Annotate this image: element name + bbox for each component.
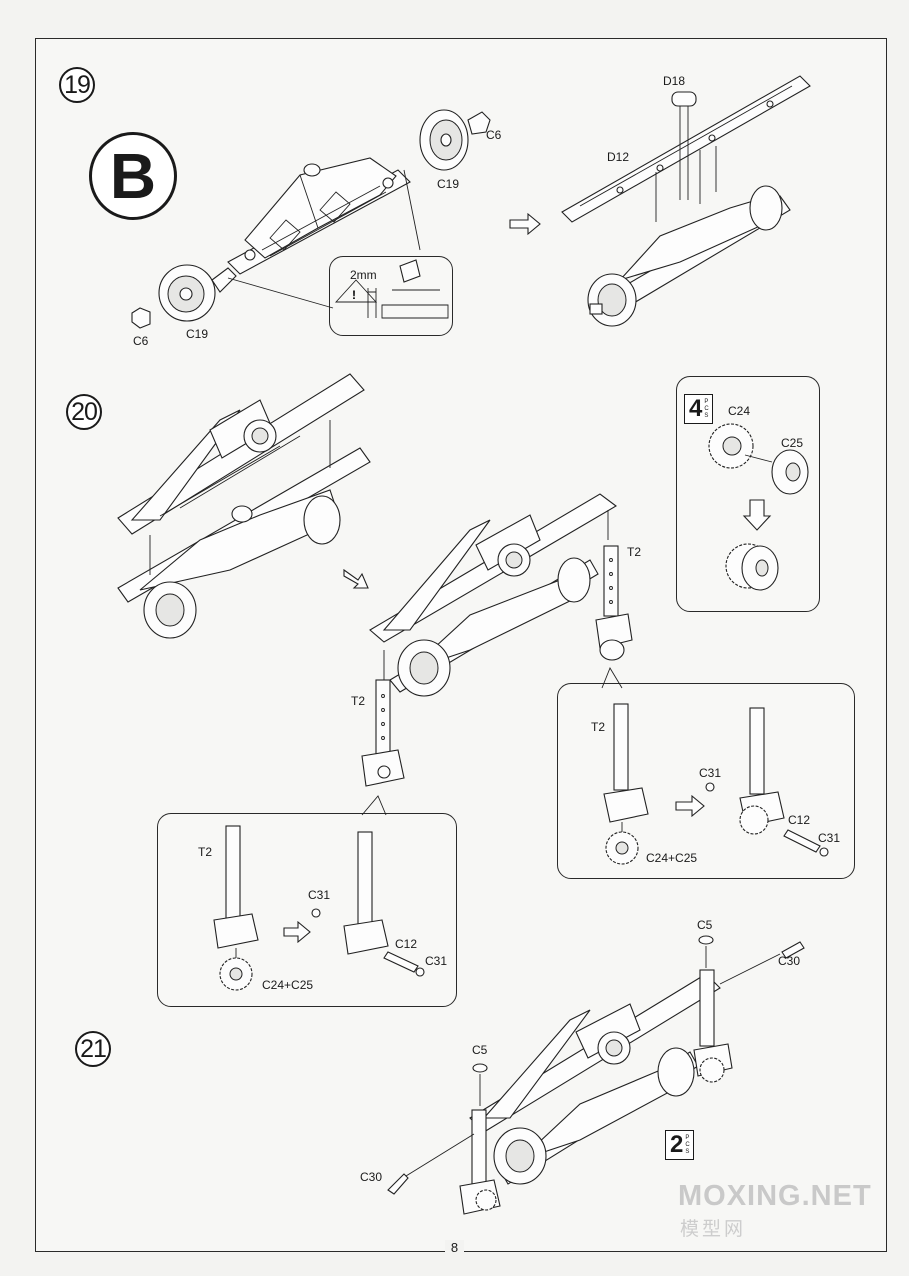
section-letter-badge: B [89,132,177,220]
label-c6-bottom: C6 [133,334,149,348]
label-c30-left: C30 [360,1170,383,1184]
label-c31-right-b: C31 [818,831,841,845]
label-c12-left: C12 [395,937,418,951]
label-c31-left-a: C31 [308,888,331,902]
label-c24c25-left: C24+C25 [262,978,314,992]
watermark: MOXING.NET [678,1180,872,1212]
label-c31-left-b: C31 [425,954,448,968]
step20-frame-part [117,373,371,639]
step19-rail-part [561,75,811,327]
svg-text:!: ! [352,288,356,302]
step19-drum-top [419,109,491,171]
label-c19-top: C19 [437,177,460,191]
label-c6-top: C6 [486,128,502,142]
step-19-number: 19 [59,67,95,103]
step19-drum-bottom [131,264,237,329]
quantity-number: 4 [689,395,703,422]
step-21-number: 21 [75,1031,111,1067]
label-c19-bottom: C19 [186,327,209,341]
watermark-sub: 模型网 [680,1219,747,1240]
label-c24: C24 [728,404,751,418]
step19-detail-callout [329,256,453,336]
label-d12: D12 [607,150,630,164]
step20-left-callout-art [213,825,425,991]
step20-left-callout [157,813,457,1007]
label-t2-left: T2 [351,694,366,708]
step21-assembly-art [387,935,805,1215]
step20-right-callout-art [603,703,829,865]
step19-arrow-icon [509,212,541,236]
label-d18: D18 [663,74,686,88]
label-c5-left: C5 [472,1043,488,1057]
label-t2-main: T2 [627,545,642,559]
step20-t2-right [595,545,633,661]
label-c12-right: C12 [788,813,811,827]
label-c24c25-right: C24+C25 [646,851,698,865]
label-c31-right-a: C31 [699,766,722,780]
label-gap-note: 2mm [350,268,377,282]
step-20-number: 20 [66,394,102,430]
step20-assembled-part [369,493,617,700]
label-c25: C25 [781,436,804,450]
step20-arrow-icon [343,568,369,589]
label-t2-right-callout: T2 [591,720,606,734]
page-number: 8 [0,1240,909,1255]
step20-gear-art [708,423,809,591]
label-c30-top: C30 [778,954,801,968]
step19-axle-part [227,157,411,275]
quantity-number: 2 [670,1131,684,1158]
label-c5-top: C5 [697,918,713,932]
label-t2-left-callout: T2 [198,845,213,859]
step20-t2-left [361,679,405,787]
